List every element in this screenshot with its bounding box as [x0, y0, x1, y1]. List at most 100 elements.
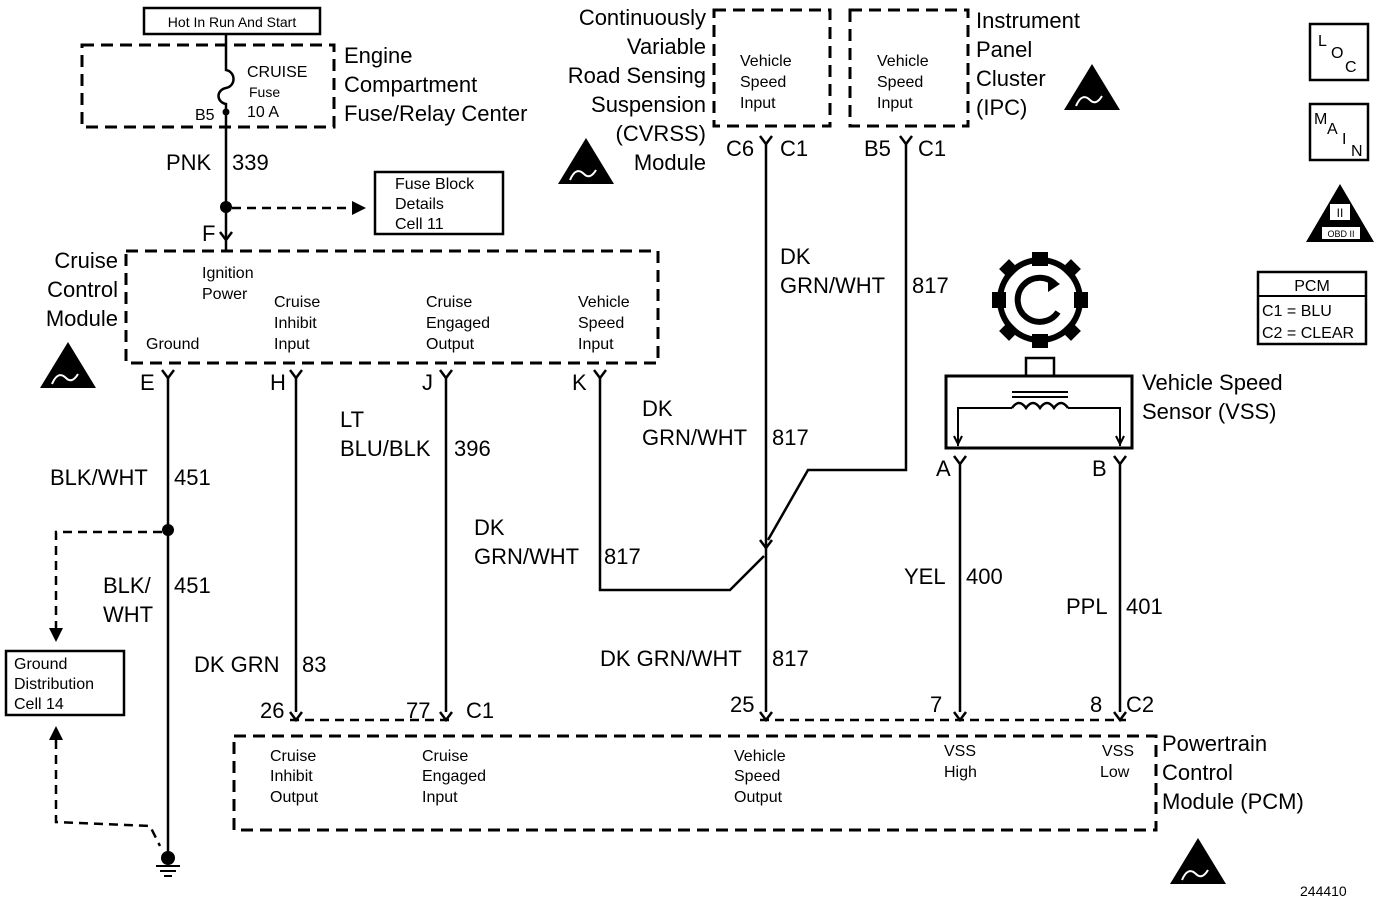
cvrss-conn: C1 — [780, 136, 808, 161]
svg-text:Module (PCM): Module (PCM) — [1162, 789, 1304, 814]
pcm-legend-box — [1256, 270, 1368, 346]
svg-text:High: High — [944, 764, 977, 781]
ground-dist-arrow-up — [49, 628, 63, 642]
svg-text:Ignition: Ignition — [202, 265, 254, 282]
svg-text:Vehicle: Vehicle — [734, 748, 786, 765]
ccm-pin-k: K — [572, 370, 587, 395]
fuse-pin-b5: B5 — [195, 107, 215, 124]
loc-icon — [1308, 22, 1370, 82]
dkgrn-817-k-wire — [598, 376, 765, 592]
ccm-title: Cruise Control Module — [46, 248, 118, 331]
svg-text:Fuse/Relay Center: Fuse/Relay Center — [344, 101, 527, 126]
vss-stem — [1024, 356, 1056, 378]
fuse-block-ref-text: Fuse Block Details Cell 11 — [395, 176, 475, 233]
svg-text:(IPC): (IPC) — [976, 95, 1027, 120]
svg-text:Speed: Speed — [578, 315, 624, 332]
hot-label: Hot In Run And Start — [168, 14, 297, 30]
svg-text:CRUISE: CRUISE — [247, 64, 307, 81]
ipc-esd-icon — [1063, 63, 1121, 111]
svg-text:Control: Control — [47, 277, 118, 302]
ccm-ground-label: Ground — [146, 336, 199, 353]
ipc-pin: B5 — [864, 136, 891, 161]
ccm-inhibit-label: Cruise Inhibit Input — [274, 294, 320, 353]
svg-text:I: I — [1342, 131, 1346, 148]
cvrss-box — [712, 8, 832, 128]
pcm-box — [232, 734, 1158, 832]
pcm-pin-7: 7 — [930, 692, 942, 717]
ltblu-label: LT BLU/BLK — [340, 407, 431, 461]
pcm-77-terminal — [439, 711, 453, 723]
svg-text:Control: Control — [1162, 760, 1233, 785]
svg-text:Vehicle: Vehicle — [877, 53, 929, 70]
dkgrn-83-circuit: 83 — [302, 652, 326, 677]
svg-text:C: C — [1345, 59, 1357, 76]
svg-text:Ground: Ground — [14, 656, 67, 673]
svg-text:DK: DK — [780, 244, 811, 269]
ccm-esd-icon — [39, 341, 97, 389]
svg-text:Input: Input — [274, 336, 310, 353]
splice-terminal — [759, 539, 773, 551]
vss-title: Vehicle Speed Sensor (VSS) — [1142, 370, 1283, 424]
pcm-vss-low-label: VSS Low — [1100, 743, 1134, 781]
dkgrn-ipc-circuit: 817 — [912, 273, 949, 298]
ccm-box — [124, 249, 660, 365]
svg-text:OBD II: OBD II — [1327, 229, 1354, 239]
cvrss-esd-icon — [557, 137, 615, 185]
loc-icon-letters: L O C — [1318, 33, 1357, 76]
svg-text:Cruise: Cruise — [422, 748, 468, 765]
ccm-ignition-label: Ignition Power — [202, 265, 254, 303]
pcm-7-terminal — [953, 711, 967, 723]
svg-text:Cruise: Cruise — [426, 294, 472, 311]
dkgrn-k-circuit: 817 — [604, 544, 641, 569]
ppl-circuit: 401 — [1126, 594, 1163, 619]
pcm-pin-26: 26 — [260, 698, 284, 723]
cruise-fuse-label: CRUISE Fuse 10 A — [247, 64, 307, 121]
cvrss-title: Continuously Variable Road Sensing Suspe… — [568, 5, 706, 175]
svg-text:O: O — [1331, 45, 1343, 62]
dkgrn-cvrss-circuit: 817 — [772, 425, 809, 450]
svg-text:Instrument: Instrument — [976, 8, 1080, 33]
ccm-pin-h: H — [270, 370, 286, 395]
svg-text:Road Sensing: Road Sensing — [568, 63, 706, 88]
pcm-conn-c1: C1 — [466, 698, 494, 723]
svg-text:M: M — [1314, 111, 1327, 128]
dkgrn-k-label: DK GRN/WHT — [474, 515, 579, 569]
fuse-block-ref-box — [373, 170, 505, 236]
pcm-engaged-label: Cruise Engaged Input — [422, 748, 486, 806]
svg-text:Speed: Speed — [740, 74, 786, 91]
svg-text:Engine: Engine — [344, 43, 413, 68]
svg-text:BLK/: BLK/ — [103, 573, 152, 598]
dkgrn-pcm-circuit: 817 — [772, 646, 809, 671]
fuse-center-title: Engine Compartment Fuse/Relay Center — [344, 43, 527, 126]
ground-dist-ref-box — [4, 649, 126, 717]
ground-dist-arrow-down — [49, 726, 63, 740]
dkgrn-cvrss-label: DK GRN/WHT — [642, 396, 747, 450]
dkgrn-ipc-label: DK GRN/WHT — [780, 244, 885, 298]
svg-text:II: II — [1337, 206, 1344, 220]
svg-text:BLU/BLK: BLU/BLK — [340, 436, 431, 461]
svg-text:L: L — [1318, 33, 1327, 50]
dkgrn-817-ipc-wire — [766, 142, 908, 541]
ccm-f-terminal — [219, 231, 233, 250]
svg-text:Output: Output — [426, 336, 475, 353]
svg-text:Module: Module — [46, 306, 118, 331]
svg-text:Cruise: Cruise — [54, 248, 118, 273]
svg-text:Speed: Speed — [734, 768, 780, 785]
ground-dist-ref-text: Ground Distribution Cell 14 — [14, 656, 94, 713]
ccm-pin-f: F — [202, 221, 215, 246]
svg-text:Panel: Panel — [976, 37, 1032, 62]
svg-text:Inhibit: Inhibit — [274, 315, 317, 332]
ground-splice — [162, 524, 174, 536]
svg-text:10 A: 10 A — [247, 104, 279, 121]
svg-text:GRN/WHT: GRN/WHT — [642, 425, 747, 450]
svg-text:Engaged: Engaged — [422, 768, 486, 785]
svg-text:Input: Input — [877, 95, 913, 112]
svg-text:Module: Module — [634, 150, 706, 175]
blkwht-bot-label: BLK/ WHT — [103, 573, 153, 627]
ccm-pin-e: E — [140, 370, 155, 395]
svg-text:Input: Input — [422, 789, 458, 806]
pcm-inhibit-label: Cruise Inhibit Output — [270, 748, 319, 806]
pcm-25-terminal — [759, 711, 773, 723]
ppl-label: PPL — [1066, 594, 1108, 619]
